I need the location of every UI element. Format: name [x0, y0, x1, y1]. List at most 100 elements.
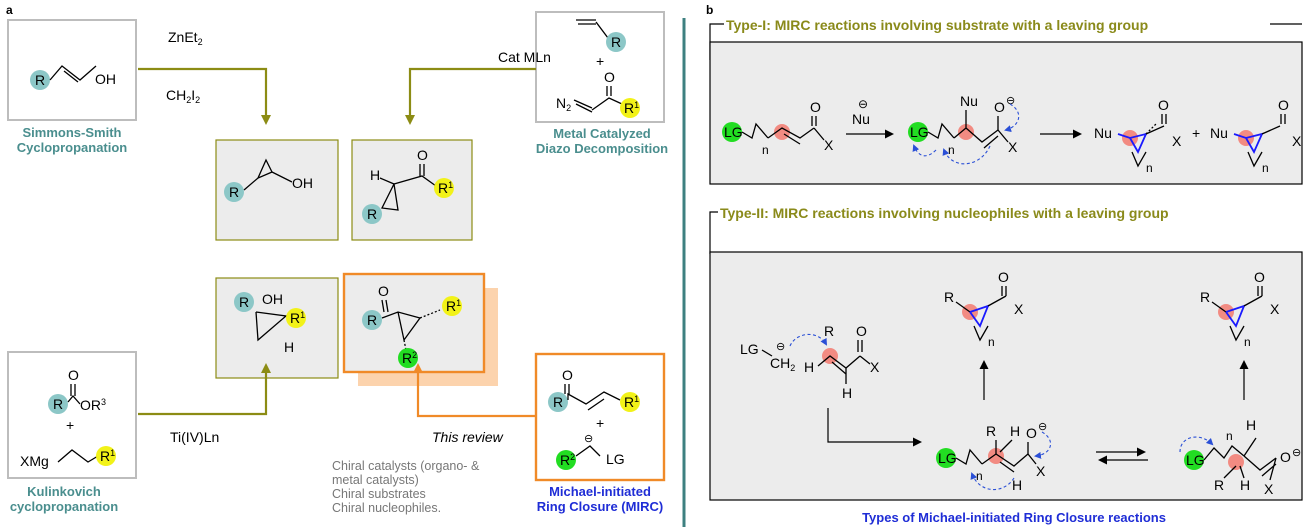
svg-text:N2: N2 [556, 95, 571, 113]
simmons-smith-label: Simmons-Smith [23, 125, 122, 140]
kulinkovich-label: Kulinkovich [27, 484, 101, 499]
svg-text:⊖: ⊖ [776, 341, 785, 353]
svg-text:O: O [1280, 449, 1291, 465]
mirc-label: Michael-initiated [549, 484, 651, 499]
svg-text:X: X [824, 137, 834, 153]
svg-text:⊖: ⊖ [858, 97, 868, 111]
ester-grignard-box: O R OR3 + XMg R1 [7, 351, 137, 479]
svg-text:R: R [35, 72, 45, 88]
reagent-znet2: ZnEt2 [168, 29, 203, 47]
svg-text:X: X [1172, 133, 1182, 149]
svg-text:R: R [53, 396, 63, 412]
type1-box [709, 41, 1303, 185]
svg-text:R: R [986, 423, 996, 439]
svg-text:metal catalysts): metal catalysts) [332, 473, 419, 487]
svg-text:OH: OH [95, 71, 116, 87]
svg-text:Nu: Nu [1094, 125, 1112, 141]
svg-text:CH2: CH2 [770, 355, 795, 373]
svg-text:H: H [284, 339, 294, 355]
svg-text:n: n [1262, 161, 1269, 175]
diazo-box: R + O N2 R1 [535, 11, 665, 123]
svg-text:H: H [1240, 477, 1250, 493]
svg-text:n: n [1146, 161, 1153, 175]
reagent-ch2i2: CH2I2 [166, 87, 200, 105]
svg-text:R: R [944, 289, 954, 305]
svg-text:O: O [1026, 425, 1037, 441]
svg-text:R2: R2 [560, 452, 575, 468]
chiral-line-1: Chiral catalysts (organo- & [332, 459, 480, 473]
svg-text:LG: LG [606, 451, 625, 467]
svg-text:Chiral substrates: Chiral substrates [332, 487, 426, 501]
type2-reactants: LG CH2 ⊖ H R H O X [740, 323, 880, 401]
svg-text:X: X [1264, 481, 1274, 497]
svg-text:Chiral nucleophiles.: Chiral nucleophiles. [332, 501, 441, 515]
panel-a-label: a [6, 3, 13, 17]
svg-text:R1: R1 [624, 100, 639, 116]
svg-text:R: R [367, 206, 377, 222]
svg-text:R1: R1 [438, 180, 453, 196]
svg-text:H: H [804, 359, 814, 375]
svg-text:O: O [1278, 97, 1289, 113]
svg-text:R: R [229, 184, 239, 200]
type2-product-2: R O X n [1200, 269, 1280, 349]
type1-product-1: Nu O X n [1094, 97, 1182, 175]
svg-text:R: R [1200, 289, 1210, 305]
svg-text:OH: OH [262, 291, 283, 307]
svg-text:X: X [1036, 463, 1046, 479]
svg-text:LG: LG [724, 124, 743, 140]
svg-text:R: R [553, 394, 563, 410]
svg-text:+: + [596, 53, 604, 69]
reagent-ti: Ti(IV)Ln [170, 429, 219, 445]
type2-heading: Type-II: MIRC reactions involving nucleo… [720, 205, 1169, 221]
metal-catalyzed-label: Metal Catalyzed [553, 126, 651, 141]
svg-text:X: X [1014, 301, 1024, 317]
svg-text:Nu: Nu [960, 93, 978, 109]
svg-text:X: X [1292, 133, 1302, 149]
svg-text:R1: R1 [446, 298, 461, 314]
svg-text:O: O [68, 367, 79, 383]
svg-text:X: X [1270, 301, 1280, 317]
svg-text:R: R [824, 323, 834, 339]
panel-b-label: b [706, 3, 713, 17]
svg-text:LG: LG [1186, 452, 1205, 468]
svg-text:n: n [1244, 335, 1251, 349]
svg-text:n: n [976, 469, 983, 483]
svg-text:R1: R1 [624, 394, 639, 410]
allylic-alcohol-box: R OH [7, 19, 137, 121]
arrow-kulinkovich [138, 363, 271, 416]
svg-text:R: R [239, 294, 249, 310]
svg-text:O: O [1254, 269, 1265, 285]
svg-text:H: H [1010, 423, 1020, 439]
svg-text:Nu: Nu [1210, 125, 1228, 141]
svg-text:R: R [1214, 477, 1224, 493]
svg-text:R1: R1 [290, 310, 305, 326]
type2-product-1: R O X n [944, 269, 1024, 349]
arrow-diazo [405, 67, 536, 125]
arrow-ss [138, 67, 271, 125]
svg-text:+: + [1192, 125, 1200, 141]
svg-text:LG: LG [910, 124, 929, 140]
this-review-label: This review [432, 429, 504, 445]
svg-text:H: H [1012, 477, 1022, 493]
svg-text:Cyclopropanation: Cyclopropanation [17, 140, 128, 155]
svg-text:O: O [1158, 97, 1169, 113]
svg-text:O: O [604, 69, 615, 85]
svg-text:OR3: OR3 [80, 397, 106, 413]
svg-text:Diazo Decomposition: Diazo Decomposition [536, 141, 668, 156]
svg-text:O: O [998, 269, 1009, 285]
svg-text:R2: R2 [402, 350, 417, 366]
svg-text:R1: R1 [100, 448, 115, 464]
panel-b-caption: Types of Michael-initiated Ring Closure … [862, 510, 1166, 525]
svg-text:Nu: Nu [852, 111, 870, 127]
reagent-catmln: Cat MLn [498, 49, 551, 65]
type2-intermediate-2: LG n H R H O ⊖ X [1179, 417, 1301, 497]
svg-text:H: H [370, 167, 380, 183]
arrow-mirc [413, 363, 536, 418]
svg-text:O: O [378, 283, 389, 299]
svg-text:LG: LG [938, 450, 957, 466]
cyclopropyl-methanol-box: R OH [215, 139, 339, 241]
type1-heading: Type-I: MIRC reactions involving substra… [726, 17, 1148, 33]
svg-text:O: O [994, 99, 1005, 115]
